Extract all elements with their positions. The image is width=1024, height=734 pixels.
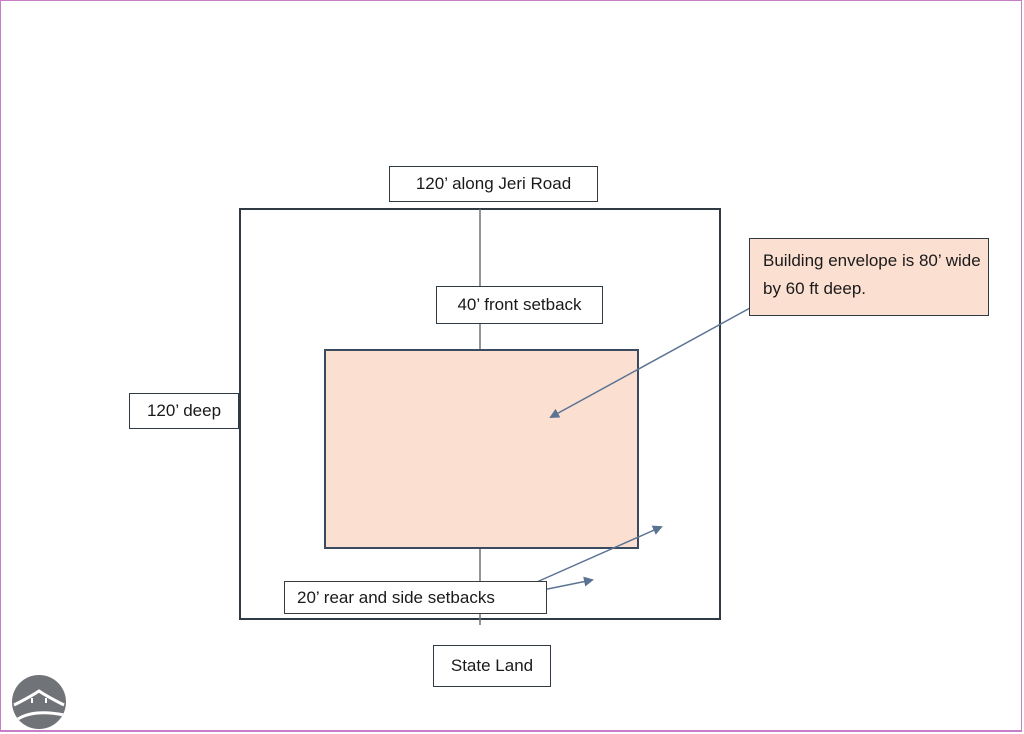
lot-depth-label: 120’ deep	[129, 393, 239, 429]
envelope-note-arrow	[549, 307, 751, 418]
rear-side-setbacks-label: 20’ rear and side setbacks	[284, 581, 547, 614]
building-envelope-note: Building envelope is 80’ wide by 60 ft d…	[749, 238, 989, 316]
logo-graphic	[13, 689, 65, 721]
front-setback-label: 40’ front setback	[436, 286, 603, 324]
side-setback-arrow	[529, 525, 663, 586]
state-land-label: State Land	[433, 645, 551, 687]
house-roof-logo-icon	[12, 675, 66, 729]
road-frontage-label: 120’ along Jeri Road	[389, 166, 598, 202]
building-envelope	[324, 349, 639, 549]
